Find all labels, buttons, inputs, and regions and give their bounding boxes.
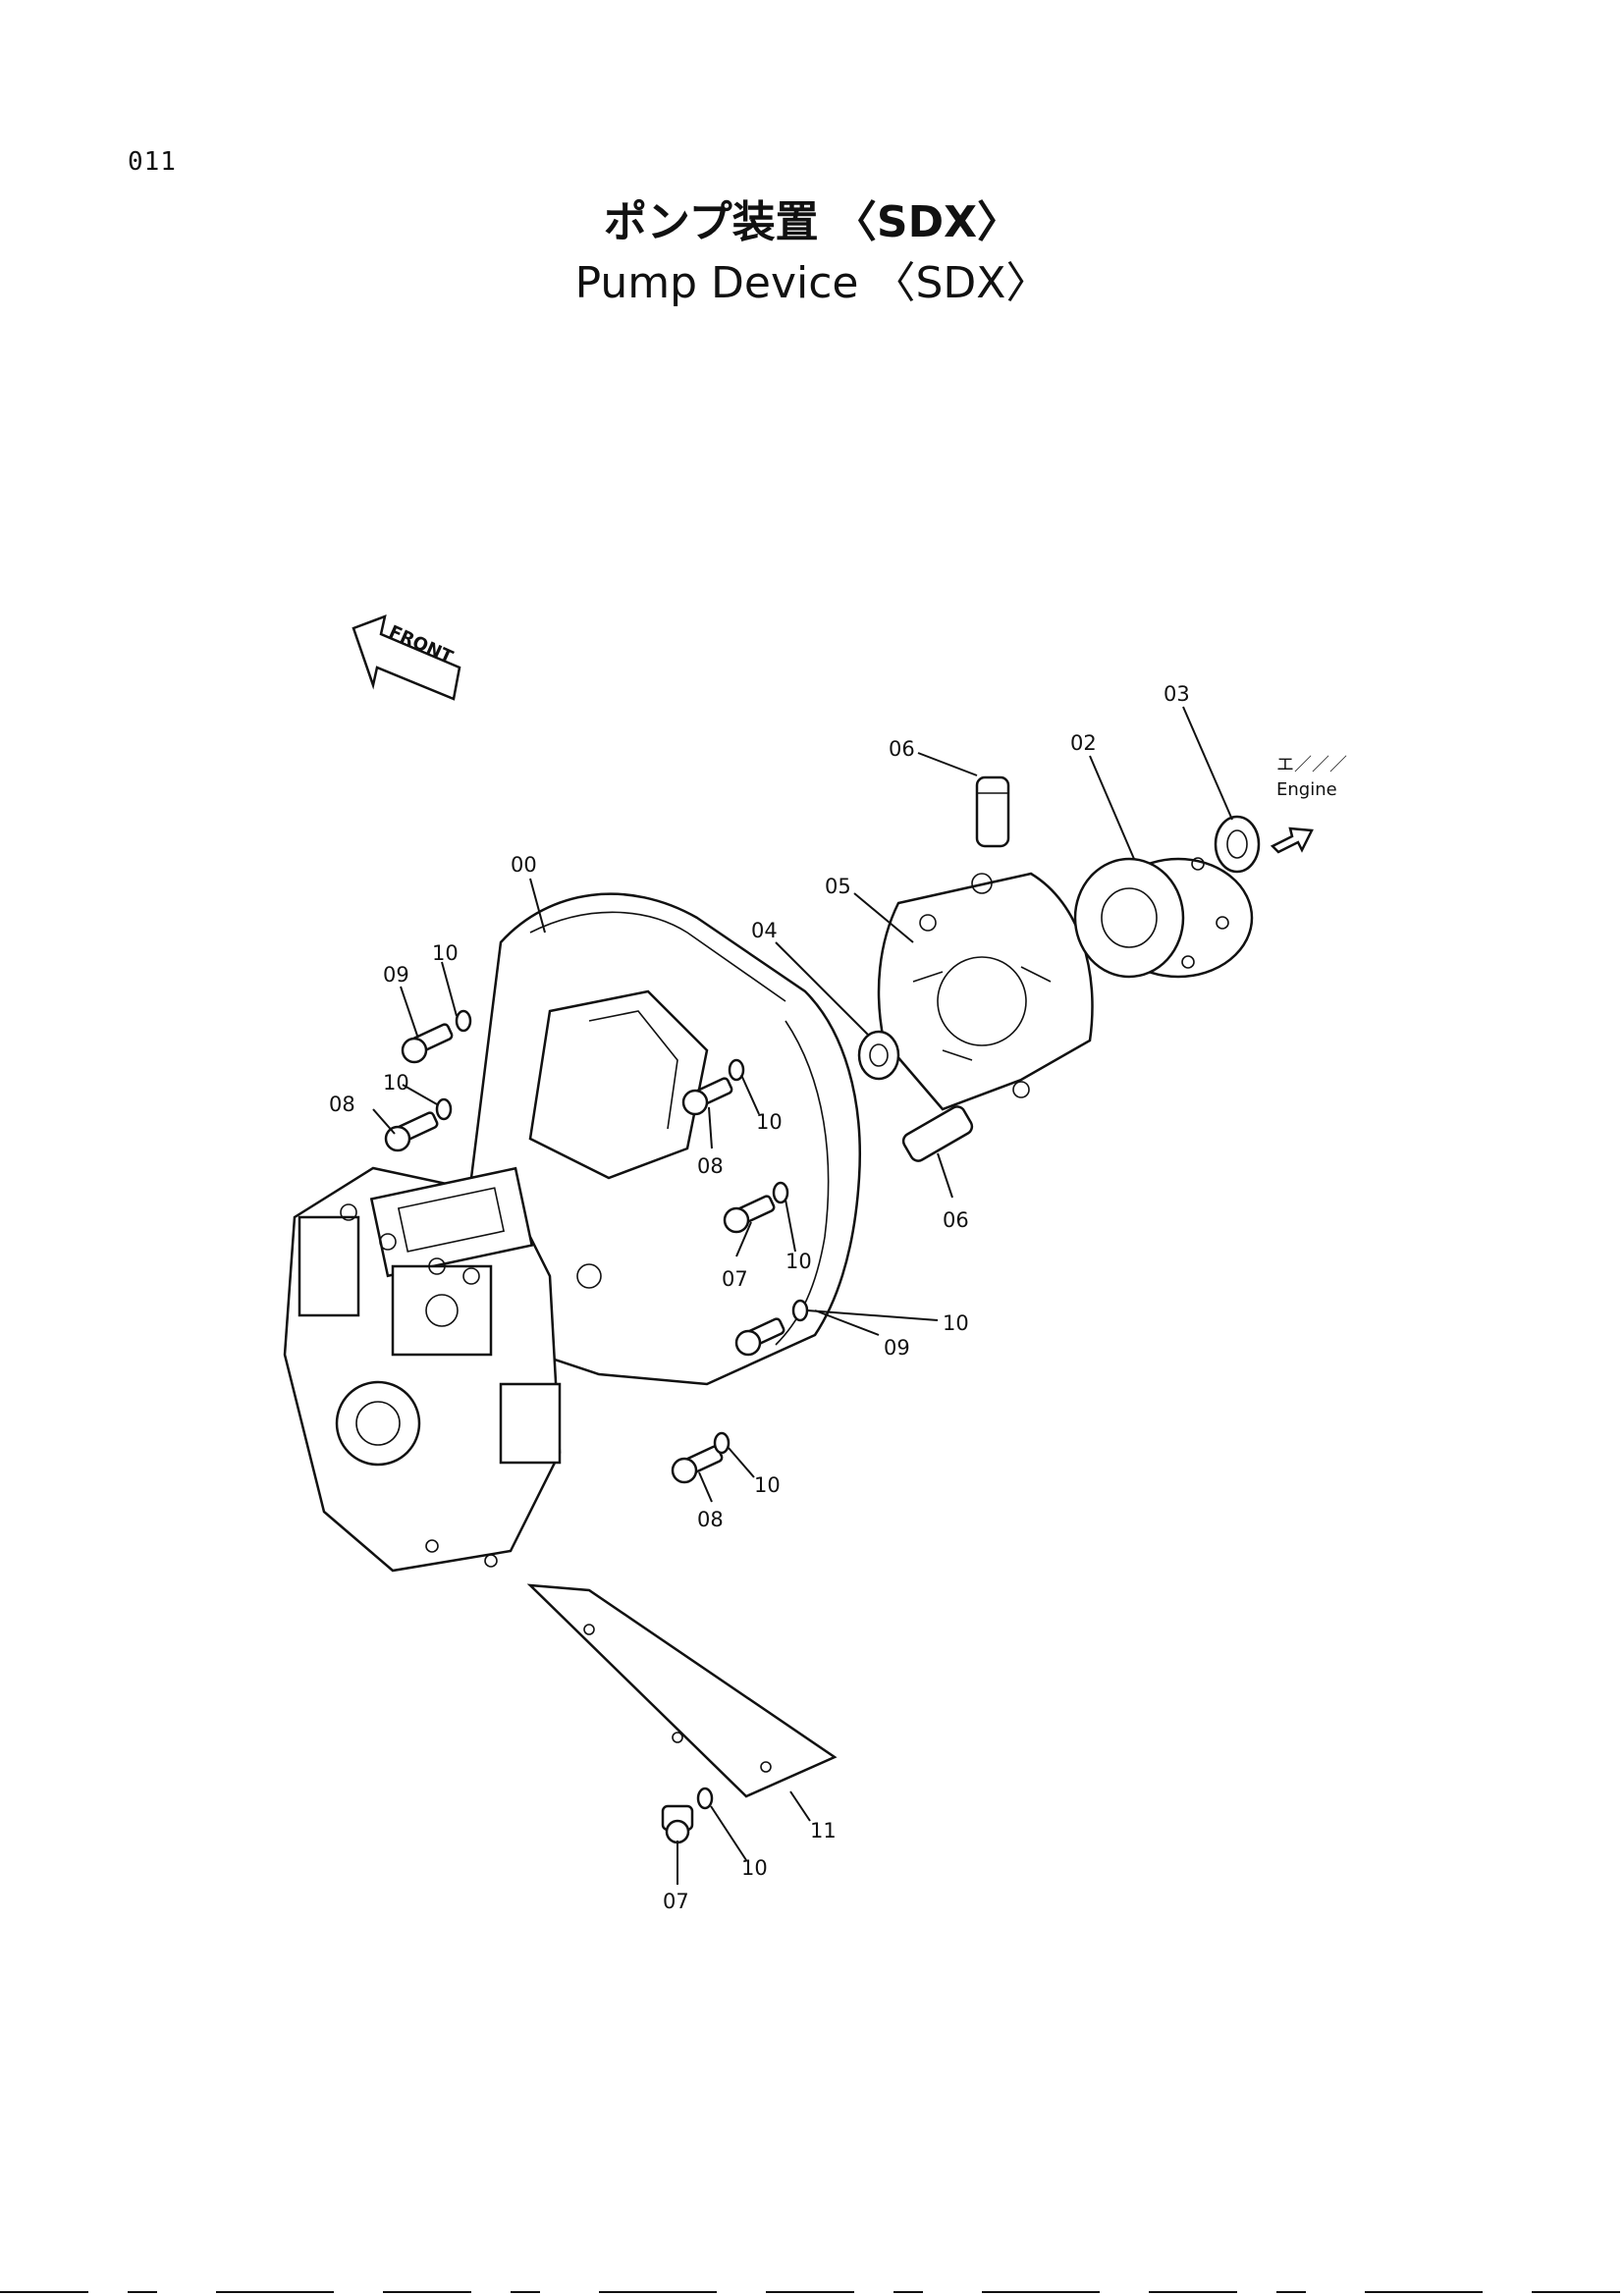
callout-07-plate: 07 <box>663 1890 689 1913</box>
callout-10-middle: 10 <box>756 1110 783 1134</box>
bolt-part <box>384 1009 809 1844</box>
engine-label: Engine <box>1276 779 1337 800</box>
callout-10-right: 10 <box>943 1311 969 1335</box>
callout-08-bottom: 08 <box>697 1508 724 1531</box>
callout-07-housing: 07 <box>722 1267 748 1291</box>
leader-lines <box>372 706 1233 1885</box>
callout-00: 00 <box>511 853 537 877</box>
callout-10-upper-left: 10 <box>432 941 459 965</box>
bushing-part <box>857 1030 900 1081</box>
cover-plate-part <box>526 1583 838 1798</box>
callout-11: 11 <box>810 1819 837 1842</box>
callout-05: 05 <box>825 875 851 898</box>
callout-09-right: 09 <box>884 1336 910 1360</box>
callout-08-left: 08 <box>329 1093 355 1116</box>
callout-02: 02 <box>1070 731 1097 755</box>
engine-arrow-icon: エ／／／ Engine <box>1270 755 1347 854</box>
callout-labels: 00 02 03 04 05 06 06 07 07 08 08 08 09 0… <box>329 682 1190 1913</box>
callout-10-housing: 10 <box>785 1250 812 1273</box>
pump-housing-part <box>283 892 861 1573</box>
engine-label-jp: エ／／／ <box>1276 755 1347 775</box>
callout-03: 03 <box>1164 682 1190 706</box>
callout-06-bottom: 06 <box>943 1208 969 1232</box>
callout-08-middle: 08 <box>697 1154 724 1178</box>
flange-part <box>1073 857 1254 979</box>
callout-09-left: 09 <box>383 963 409 987</box>
callout-06-top: 06 <box>889 737 915 761</box>
page-title-en: Pump Device 〈SDX〉 <box>574 258 1050 308</box>
callout-10-plate: 10 <box>741 1856 768 1880</box>
screw-part <box>901 775 1010 1162</box>
page-number: 011 <box>128 147 177 177</box>
callout-10-left: 10 <box>383 1071 409 1095</box>
coupling-part <box>877 872 1094 1111</box>
front-arrow-icon: FRONT <box>352 614 461 701</box>
callout-10-bottom: 10 <box>754 1473 781 1497</box>
page-title-jp: ポンプ装置 〈SDX〉 <box>603 197 1021 247</box>
ring-part <box>1214 815 1261 874</box>
callout-04: 04 <box>751 919 778 942</box>
